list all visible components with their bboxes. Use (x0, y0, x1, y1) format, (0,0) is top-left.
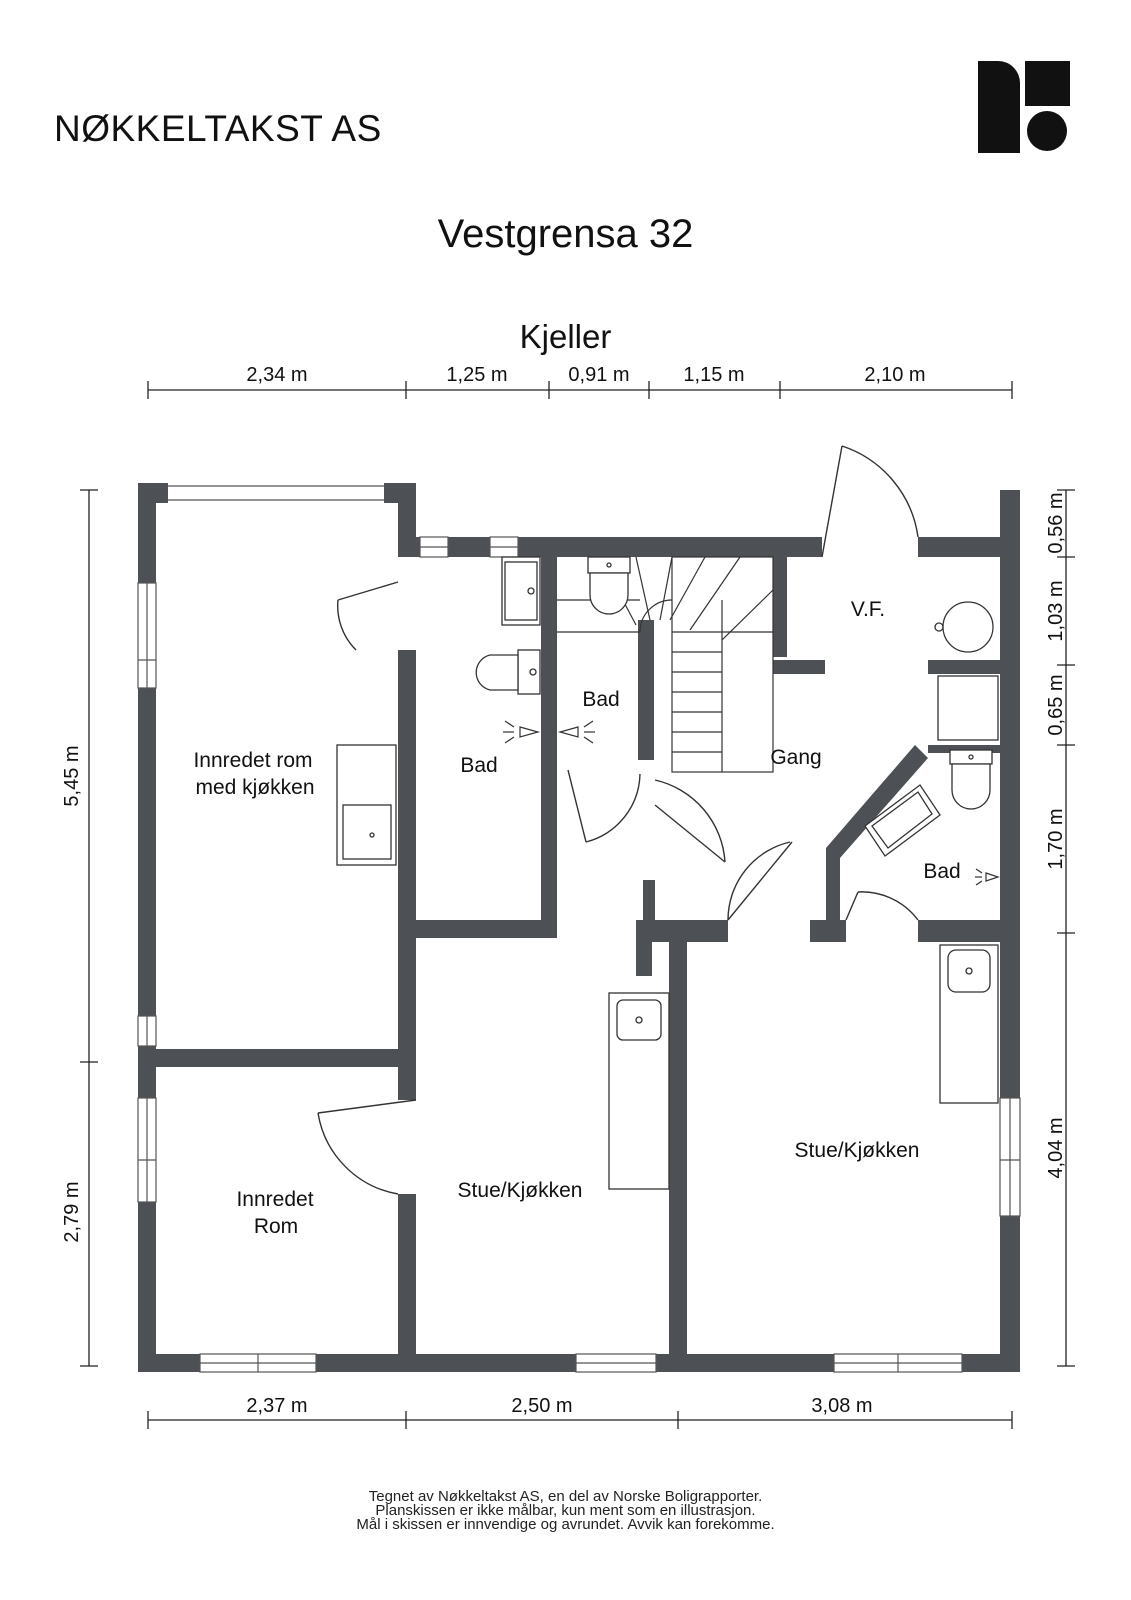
room-label-bad-right: Bad (923, 860, 960, 883)
footer-line-2: Planskissen er ikke målbar, kun ment som… (375, 1502, 756, 1519)
room-label-bad-middle: Bad (582, 688, 619, 711)
dim-right-2: 1,03 m (1045, 580, 1067, 641)
footer-line-3: Mål i skissen er innvendige og avrundet.… (356, 1516, 775, 1533)
dim-left-1: 5,45 m (61, 745, 83, 806)
footer-line-1: Tegnet av Nøkkeltakst AS, en del av Nors… (368, 1488, 763, 1505)
dim-bottom-1: 2,37 m (246, 1395, 307, 1417)
room-label-innredet-kjokken-1: Innredet rom (193, 749, 312, 772)
company-name: NØKKELTAKST AS (54, 108, 382, 149)
room-label-stue-right: Stue/Kjøkken (795, 1139, 920, 1162)
room-label-vf: V.F. (851, 598, 885, 621)
windows (137, 485, 1021, 1373)
fixtures (336, 556, 999, 1190)
dim-bottom-3: 3,08 m (811, 1395, 872, 1417)
dim-right-4: 1,70 m (1045, 808, 1067, 869)
walls (138, 483, 1020, 1372)
dim-top-5: 2,10 m (864, 364, 925, 386)
dim-right-3: 0,65 m (1045, 674, 1067, 735)
floor-title: Kjeller (519, 318, 612, 355)
room-label-bad-left: Bad (460, 754, 497, 777)
room-label-innredet-rom-1: Innredet (236, 1188, 313, 1211)
dim-top-2: 1,25 m (446, 364, 507, 386)
doors (317, 445, 919, 1195)
dim-bottom-2: 2,50 m (511, 1395, 572, 1417)
dim-top-4: 1,15 m (683, 364, 744, 386)
dim-top-3: 0,91 m (568, 364, 629, 386)
room-label-gang: Gang (770, 746, 821, 769)
address-title: Vestgrensa 32 (437, 212, 694, 256)
room-label-innredet-kjokken-2: med kjøkken (195, 776, 314, 799)
nokkeltakst-logo-icon (978, 61, 1070, 153)
dim-right-5: 4,04 m (1045, 1117, 1067, 1178)
sensor-icon (503, 720, 1000, 886)
room-label-stue-middle: Stue/Kjøkken (458, 1179, 583, 1202)
room-label-innredet-rom-2: Rom (254, 1215, 298, 1238)
dim-right-1: 0,56 m (1045, 492, 1067, 553)
dimension-lines (80, 381, 1075, 1429)
footer-disclaimer: Tegnet av Nøkkeltakst AS, en del av Nors… (0, 1488, 1131, 1533)
dim-left-2: 2,79 m (61, 1181, 83, 1242)
dim-top-1: 2,34 m (246, 364, 307, 386)
